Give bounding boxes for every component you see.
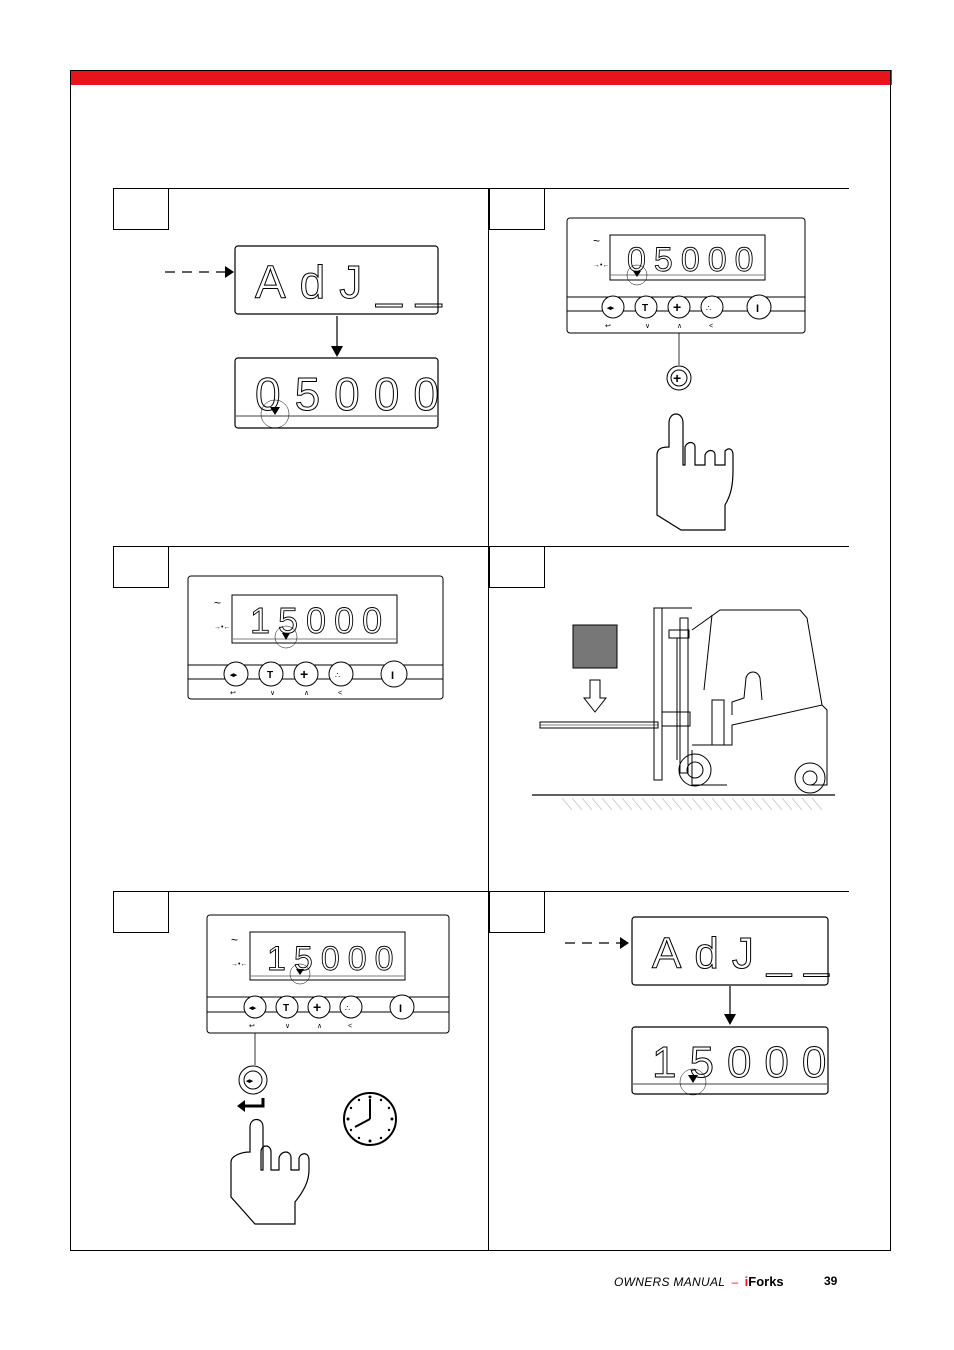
svg-text:→•←: →•← — [214, 624, 230, 631]
display-value-text-2: 05000 — [627, 241, 762, 279]
brand-logo: iForks — [745, 1274, 784, 1289]
display-adj — [234, 245, 439, 315]
svg-text:~: ~ — [231, 933, 238, 947]
svg-text:~: ~ — [214, 596, 221, 610]
row-divider-1-left — [113, 188, 488, 189]
svg-text:◂▸: ◂▸ — [248, 1005, 257, 1012]
svg-text:∨: ∨ — [285, 1023, 290, 1030]
step1-illustration: AdJ__ 05000 — [165, 245, 450, 429]
brand-rest: Forks — [748, 1274, 784, 1289]
svg-text:∧: ∧ — [304, 690, 309, 697]
display-value-05000 — [234, 357, 439, 429]
row-divider-2-right — [488, 546, 849, 547]
svg-text:<: < — [348, 1023, 352, 1030]
step-box-6 — [489, 891, 545, 933]
header-red-bar — [70, 70, 892, 85]
svg-text:T: T — [267, 670, 273, 681]
display-adj-text: AdJ__ — [255, 256, 450, 308]
svg-text:+: + — [300, 666, 308, 682]
footer: OWNERS MANUAL – iForks — [614, 1274, 784, 1289]
svg-text:↩: ↩ — [230, 690, 236, 697]
svg-text:→•←: →•← — [593, 262, 609, 269]
svg-text:I: I — [399, 1003, 402, 1015]
step-box-2 — [489, 188, 545, 230]
step2-illustration: ~ →•← 05000 ◂▸ T + ∴ I ↩ ∨ ∧ < + — [566, 217, 806, 531]
cursor-icon — [270, 407, 280, 415]
svg-text:◂▸: ◂▸ — [245, 1078, 254, 1085]
svg-text:I: I — [756, 303, 759, 315]
step-box-1 — [113, 188, 169, 230]
svg-text:<: < — [338, 690, 342, 697]
row-divider-3-right — [488, 891, 849, 892]
row-divider-3-left — [113, 891, 488, 892]
svg-text:+: + — [673, 299, 681, 315]
display-value-text-5: 15000 — [267, 940, 402, 978]
row-divider-1-right — [488, 188, 849, 189]
step4-illustration — [532, 607, 835, 811]
display-value-text-6: 15000 — [652, 1038, 835, 1087]
display-value-text-3: 15000 — [250, 600, 390, 641]
svg-text:◂▸: ◂▸ — [606, 305, 615, 312]
footer-manual-title: OWNERS MANUAL — [614, 1275, 726, 1289]
step5-illustration: ~ →•← 15000 ◂▸ T + ∴ I ↩ ∨ ∧ < ◂▸ — [206, 914, 450, 1225]
brand-i: i — [744, 1274, 749, 1289]
step3-illustration: ~ →•← 15000 ◂▸ T + ∴ I ↩ ∨ ∧ < — [187, 575, 444, 700]
clock-icon — [343, 1092, 397, 1146]
display-value-text: 05000 — [255, 368, 450, 420]
svg-text:T: T — [642, 303, 648, 314]
display-adj-2 — [631, 916, 829, 986]
svg-text:∴: ∴ — [706, 304, 711, 313]
svg-text:→•←: →•← — [231, 961, 247, 968]
column-divider — [488, 188, 489, 1251]
forklift-icon — [532, 607, 835, 796]
pointing-hand-icon — [230, 1118, 310, 1225]
footer-dash: – — [731, 1275, 739, 1289]
down-arrow-icon — [582, 679, 608, 713]
svg-text:+: + — [313, 999, 321, 1015]
step-box-3 — [113, 546, 169, 588]
display-adj-text-2: AdJ__ — [652, 929, 835, 978]
svg-text:∴: ∴ — [335, 671, 340, 680]
svg-text:∨: ∨ — [270, 690, 275, 697]
svg-text:∧: ∧ — [677, 323, 682, 330]
svg-text:~: ~ — [593, 234, 600, 248]
svg-text:T: T — [283, 1003, 289, 1014]
svg-text:<: < — [709, 323, 713, 330]
svg-text:◂▸: ◂▸ — [229, 672, 238, 679]
svg-text:I: I — [391, 670, 394, 682]
step6-illustration: AdJ__ 15000 — [565, 916, 835, 1096]
enter-button-icon — [238, 1065, 268, 1095]
page-number: 39 — [824, 1274, 838, 1288]
load-box-icon — [572, 624, 618, 669]
pointing-hand-icon — [656, 413, 734, 531]
step-box-4 — [489, 546, 545, 588]
svg-text:+: + — [673, 370, 681, 386]
page-frame — [70, 70, 891, 1251]
svg-text:∧: ∧ — [317, 1023, 322, 1030]
svg-text:∴: ∴ — [345, 1004, 350, 1013]
row-divider-2-left — [113, 546, 488, 547]
svg-text:↩: ↩ — [249, 1023, 255, 1030]
step-box-5 — [113, 891, 169, 933]
svg-text:↩: ↩ — [605, 323, 611, 330]
svg-text:∨: ∨ — [645, 323, 650, 330]
